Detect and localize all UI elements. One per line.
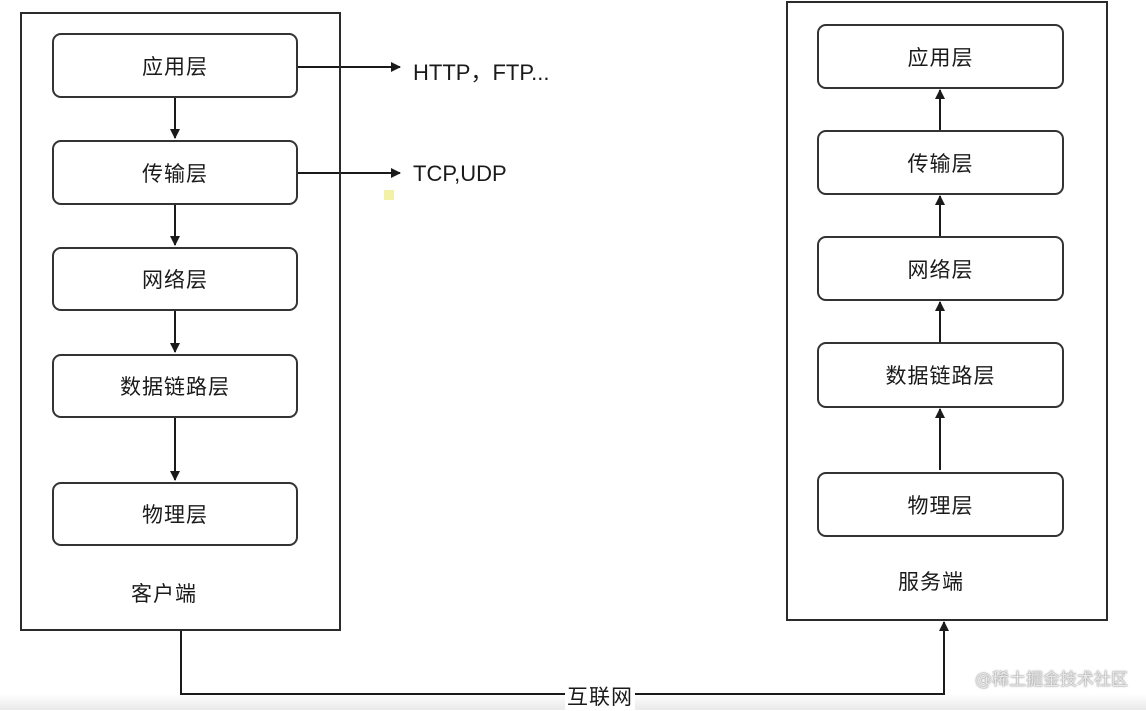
client-physical-layer: 物理层 [52,482,298,546]
server-datalink-layer: 数据链路层 [817,342,1064,408]
server-network-layer: 网络层 [817,236,1064,301]
server-caption: 服务端 [898,570,964,594]
client-datalink-layer: 数据链路层 [52,354,298,418]
server-transport-layer: 传输层 [817,130,1064,195]
highlight-marker [384,190,394,200]
transport-protocols-label: TCP,UDP [413,161,507,186]
internet-link [180,621,949,695]
client-caption: 客户端 [131,582,197,606]
watermark: @稀土掘金技术社区 [975,670,1128,690]
server-application-layer: 应用层 [817,24,1064,89]
internet-label: 互联网 [565,681,635,711]
client-transport-layer: 传输层 [52,140,298,205]
client-frame [20,12,341,631]
client-network-layer: 网络层 [52,247,298,311]
server-physical-layer: 物理层 [817,472,1064,537]
application-protocols-label: HTTP，FTP... [413,60,550,85]
client-application-layer: 应用层 [52,33,298,98]
server-frame [786,1,1108,621]
